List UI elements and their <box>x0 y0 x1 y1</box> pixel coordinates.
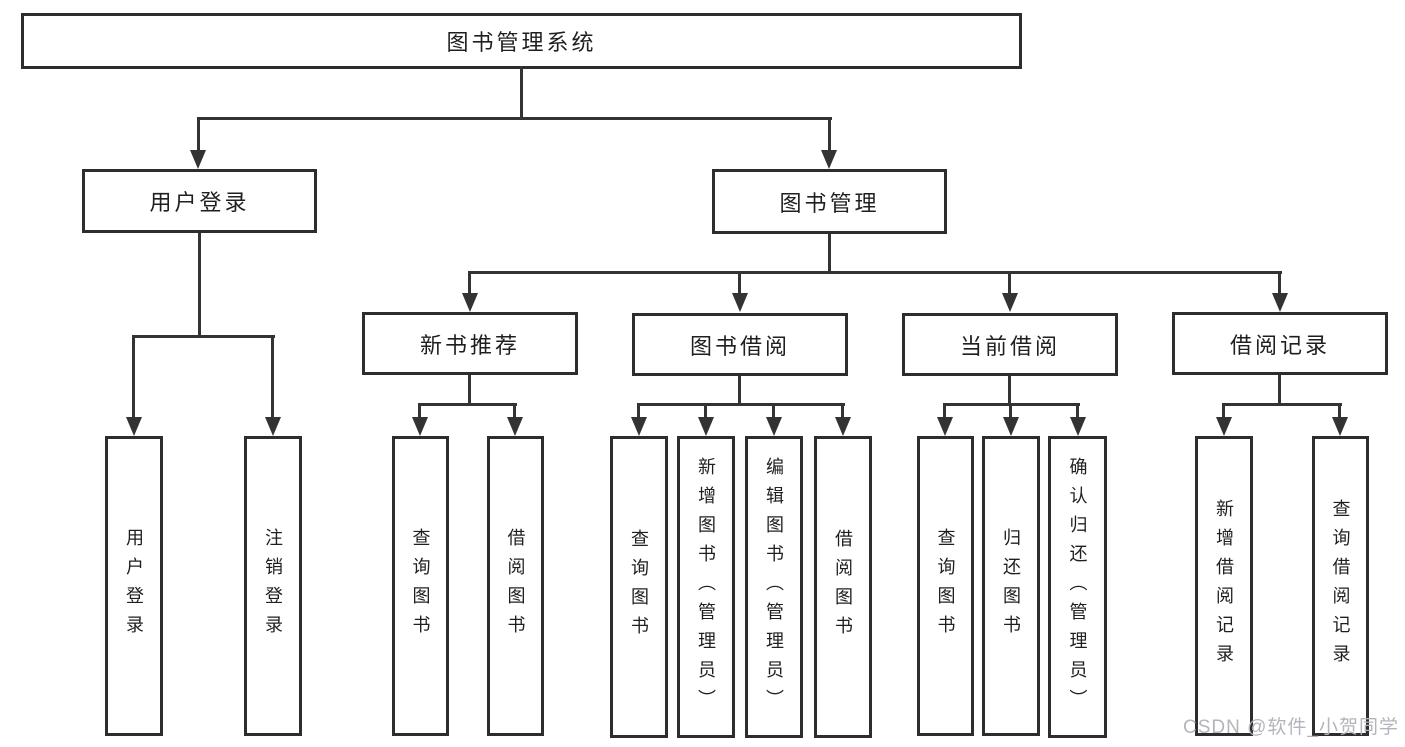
leaf-query-books-recommend: 查询图书 <box>392 436 449 736</box>
leaf-label: 编辑图书（管理员） <box>764 456 784 718</box>
arrowhead-icon <box>126 417 142 436</box>
leaf-label: 新增借阅记录 <box>1214 499 1234 673</box>
connector-line <box>1009 403 1012 418</box>
arrowhead-icon <box>631 417 647 436</box>
leaf-borrow-books: 借阅图书 <box>814 436 872 738</box>
leaf-label: 用户登录 <box>124 528 144 644</box>
leaf-label: 查询图书 <box>935 528 956 644</box>
connector-line <box>638 403 845 406</box>
node-current-borrow: 当前借阅 <box>902 313 1118 376</box>
connector-line <box>772 403 775 418</box>
connector-line <box>943 403 946 418</box>
connector-line <box>637 403 640 418</box>
leaf-label: 查询借阅记录 <box>1330 499 1351 673</box>
leaf-add-borrow-record: 新增借阅记录 <box>1195 436 1253 736</box>
connector-line <box>468 271 471 294</box>
leaf-label: 查询图书 <box>629 529 649 645</box>
leaf-edit-book-admin: 编辑图书（管理员） <box>745 436 803 738</box>
connector-line <box>197 117 200 151</box>
node-user-login: 用户登录 <box>82 169 317 233</box>
arrowhead-icon <box>412 417 428 436</box>
connector-line <box>1223 403 1342 406</box>
leaf-label: 借阅图书 <box>833 529 853 645</box>
leaf-user-login: 用户登录 <box>105 436 163 736</box>
arrowhead-icon <box>1070 417 1086 436</box>
connector-line <box>738 376 741 405</box>
connector-line <box>738 271 741 294</box>
arrowhead-icon <box>1332 417 1348 436</box>
connector-line <box>841 403 844 418</box>
arrowhead-icon <box>190 150 206 169</box>
connector-line <box>513 403 516 418</box>
connector-line <box>197 117 832 120</box>
arrowhead-icon <box>1216 417 1232 436</box>
connector-line <box>1278 375 1281 405</box>
connector-line <box>704 403 707 418</box>
leaf-label: 注销登录 <box>263 528 283 644</box>
connector-line <box>520 66 523 118</box>
arrowhead-icon <box>732 293 748 312</box>
connector-line <box>469 271 1282 274</box>
connector-line <box>1076 403 1079 418</box>
arrowhead-icon <box>462 293 478 312</box>
connector-line <box>132 335 135 417</box>
leaf-label: 借阅图书 <box>505 528 526 644</box>
connector-line <box>1008 376 1011 405</box>
arrowhead-icon <box>698 417 714 436</box>
arrowhead-icon <box>1272 293 1288 312</box>
arrowhead-icon <box>265 417 281 436</box>
connector-line <box>1278 271 1281 294</box>
leaf-add-book-admin: 新增图书（管理员） <box>677 436 735 738</box>
connector-line <box>419 403 517 406</box>
arrowhead-icon <box>766 417 782 436</box>
leaf-query-borrow-record: 查询借阅记录 <box>1312 436 1369 736</box>
node-new-book-recommend: 新书推荐 <box>362 312 578 375</box>
connector-line <box>1222 403 1225 418</box>
connector-line <box>418 403 421 418</box>
node-library-system: 图书管理系统 <box>21 13 1022 69</box>
connector-line <box>271 335 274 417</box>
connector-line <box>944 403 1080 406</box>
connector-line <box>828 117 831 151</box>
leaf-label: 新增图书（管理员） <box>696 456 716 718</box>
arrowhead-icon <box>835 417 851 436</box>
leaf-label: 确认归还（管理员） <box>1067 456 1088 718</box>
node-borrow-records: 借阅记录 <box>1172 312 1388 375</box>
connector-line <box>198 233 201 337</box>
leaf-borrow-books-recommend: 借阅图书 <box>487 436 544 736</box>
arrowhead-icon <box>937 417 953 436</box>
connector-line <box>468 375 471 405</box>
connector-line <box>133 335 275 338</box>
leaf-query-books-current: 查询图书 <box>917 436 974 736</box>
leaf-label: 查询图书 <box>410 528 431 644</box>
arrowhead-icon <box>1003 417 1019 436</box>
arrowhead-icon <box>821 150 837 169</box>
connector-line <box>828 234 831 273</box>
connector-line <box>1338 403 1341 418</box>
leaf-label: 归还图书 <box>1001 528 1021 644</box>
node-book-borrow: 图书借阅 <box>632 313 848 376</box>
leaf-query-books-borrow: 查询图书 <box>610 436 668 738</box>
watermark: CSDN @软件_小贺同学 <box>1183 717 1399 738</box>
arrowhead-icon <box>507 417 523 436</box>
leaf-confirm-return-admin: 确认归还（管理员） <box>1048 436 1107 738</box>
connector-line <box>1008 271 1011 294</box>
leaf-logout: 注销登录 <box>244 436 302 736</box>
leaf-return-book: 归还图书 <box>982 436 1040 736</box>
node-book-management: 图书管理 <box>712 169 947 234</box>
arrowhead-icon <box>1002 293 1018 312</box>
